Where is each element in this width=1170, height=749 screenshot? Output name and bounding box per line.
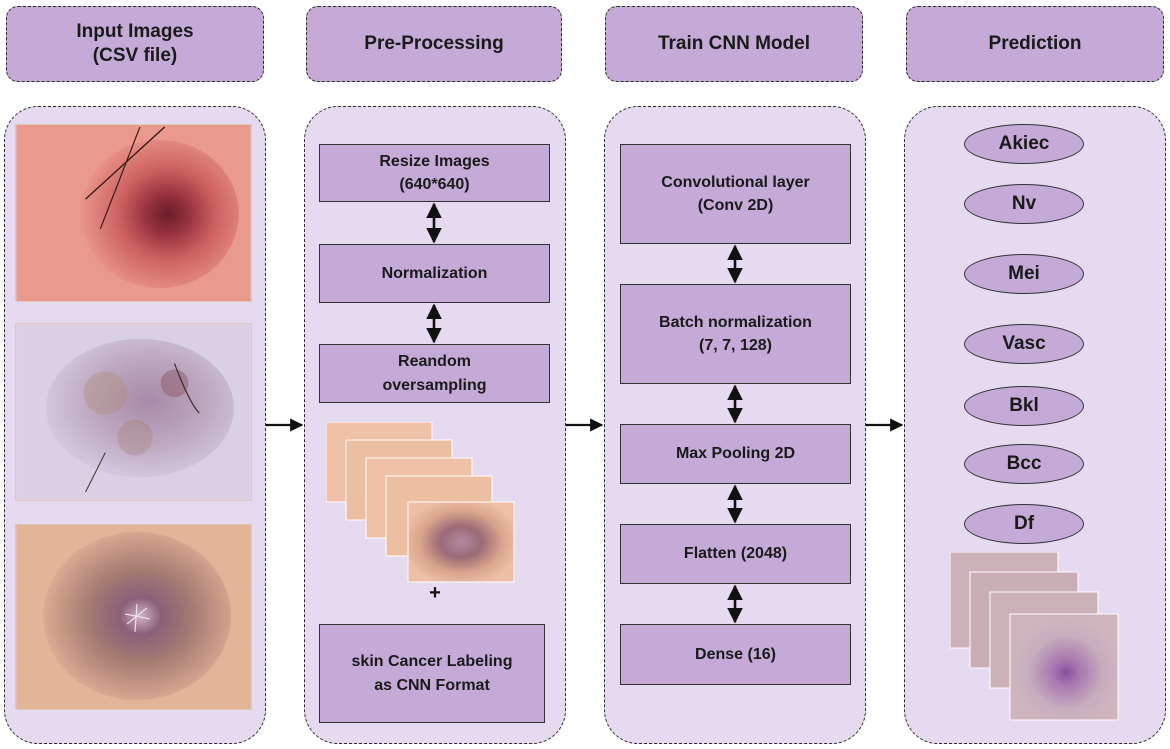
layer-flatten: Flatten (2048) xyxy=(620,524,851,584)
step-normalization: Normalization xyxy=(319,244,550,303)
layer-max-pooling-2d: Max Pooling 2D xyxy=(620,424,851,484)
class-bkl: Bkl xyxy=(964,386,1084,426)
skin-lesion-image-3 xyxy=(15,524,252,710)
class-nv: Nv xyxy=(964,184,1084,224)
oversampled-image-stack xyxy=(326,422,515,583)
skin-lesion-image-1 xyxy=(15,124,252,302)
header-input-images: Input Images (CSV file) xyxy=(6,6,264,82)
class-akiec: Akiec xyxy=(964,124,1084,164)
skin-lesion-image-2 xyxy=(15,323,252,501)
plus-sign: + xyxy=(429,582,441,604)
predicted-image-stack xyxy=(950,552,1119,721)
class-vasc: Vasc xyxy=(964,324,1084,364)
header-pre-processing: Pre-Processing xyxy=(306,6,562,82)
step-random-oversampling: Reandom oversampling xyxy=(319,344,550,403)
class-df: Df xyxy=(964,504,1084,544)
class-bcc: Bcc xyxy=(964,444,1084,484)
layer-dense: Dense (16) xyxy=(620,624,851,685)
class-mei: Mei xyxy=(964,254,1084,294)
step-resize-images: Resize Images (640*640) xyxy=(319,144,550,202)
layer-conv2d: Convolutional layer (Conv 2D) xyxy=(620,144,851,244)
header-prediction: Prediction xyxy=(906,6,1164,82)
layer-batch-normalization: Batch normalization (7, 7, 128) xyxy=(620,284,851,384)
header-train-cnn-model: Train CNN Model xyxy=(605,6,863,82)
step-skin-cancer-labeling: skin Cancer Labeling as CNN Format xyxy=(319,624,545,723)
